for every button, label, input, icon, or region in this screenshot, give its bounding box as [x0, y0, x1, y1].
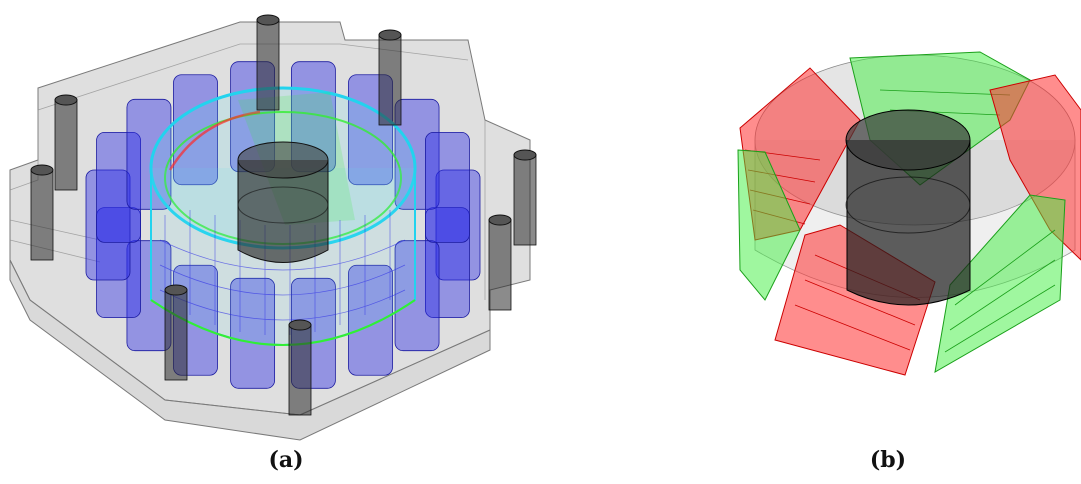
coil-block — [425, 131, 470, 243]
magnet-pole-green-right — [934, 194, 1066, 373]
caption-b: (b) — [869, 447, 907, 473]
bolt-top — [378, 29, 402, 41]
shaft-mid — [237, 186, 329, 224]
coil-body — [425, 207, 470, 319]
bolt-top — [488, 214, 512, 226]
bolt-top — [256, 14, 280, 26]
housing-front-face — [9, 259, 491, 441]
figure-b-rotor-render: (b) — [720, 0, 1081, 484]
coil-block — [394, 240, 440, 352]
bolt — [54, 94, 78, 191]
coil-block — [96, 207, 141, 319]
bolt-body — [30, 169, 54, 261]
center-shaft — [237, 141, 329, 263]
magnet-pole-green-left — [737, 149, 801, 301]
bolt — [378, 29, 402, 126]
bolt — [288, 319, 312, 416]
bolt — [488, 214, 512, 311]
winding-grid-line — [164, 210, 391, 335]
coil-block — [230, 277, 276, 389]
bolt-body — [288, 324, 312, 416]
coil-block — [96, 131, 141, 243]
bolt-top — [30, 164, 54, 176]
bolt — [164, 284, 188, 381]
coil-block — [85, 169, 131, 281]
bolt — [30, 164, 54, 261]
coil-body — [425, 131, 470, 243]
coil-body — [230, 277, 276, 389]
bolt-top — [288, 319, 312, 331]
coil-body — [435, 169, 481, 281]
coil-block — [126, 98, 172, 210]
magnet-layer-lines — [744, 149, 821, 225]
winding-grid — [159, 210, 406, 335]
coil-block — [348, 264, 393, 376]
coil-body — [96, 207, 141, 319]
bolt-top — [164, 284, 188, 296]
bolt-body — [488, 219, 512, 311]
rotor-ring-red-segment — [168, 110, 261, 171]
shaft-top — [237, 141, 329, 179]
coil-body — [394, 98, 440, 210]
bolt-body — [378, 34, 402, 126]
bolt-top — [513, 149, 537, 161]
bolt-body — [513, 154, 537, 246]
mounting-bolts — [30, 14, 537, 416]
bolt — [256, 14, 280, 111]
coil-body — [126, 98, 172, 210]
caption-a: (a) — [268, 447, 304, 473]
coil-body — [394, 240, 440, 352]
coil-body — [85, 169, 131, 281]
housing-edge-line — [9, 219, 101, 263]
coil-block — [425, 207, 470, 319]
bolt-top — [54, 94, 78, 106]
bolt-body — [164, 289, 188, 381]
coil-block — [394, 98, 440, 210]
figure-a-stator-render: (a) — [9, 14, 537, 473]
bolt-body — [256, 19, 280, 111]
stator-assembly-illustration — [9, 14, 537, 441]
rotor-shaft-ring — [845, 176, 971, 234]
coil-body — [348, 264, 393, 376]
coil-body — [96, 131, 141, 243]
coil-block — [435, 169, 481, 281]
bolt-body — [54, 99, 78, 191]
bolt — [513, 149, 537, 246]
magnet-green-left-face — [737, 149, 801, 301]
rotor-shaft — [845, 109, 971, 306]
rotor-magnets-illustration — [737, 51, 1081, 376]
magnet-layer-lines — [944, 229, 1056, 353]
magnet-green-right-face — [934, 194, 1066, 373]
housing-edge-line — [37, 43, 469, 111]
rotor-shaft-top — [845, 109, 971, 171]
shaft-body — [237, 160, 329, 263]
winding-grid-line — [159, 239, 406, 321]
